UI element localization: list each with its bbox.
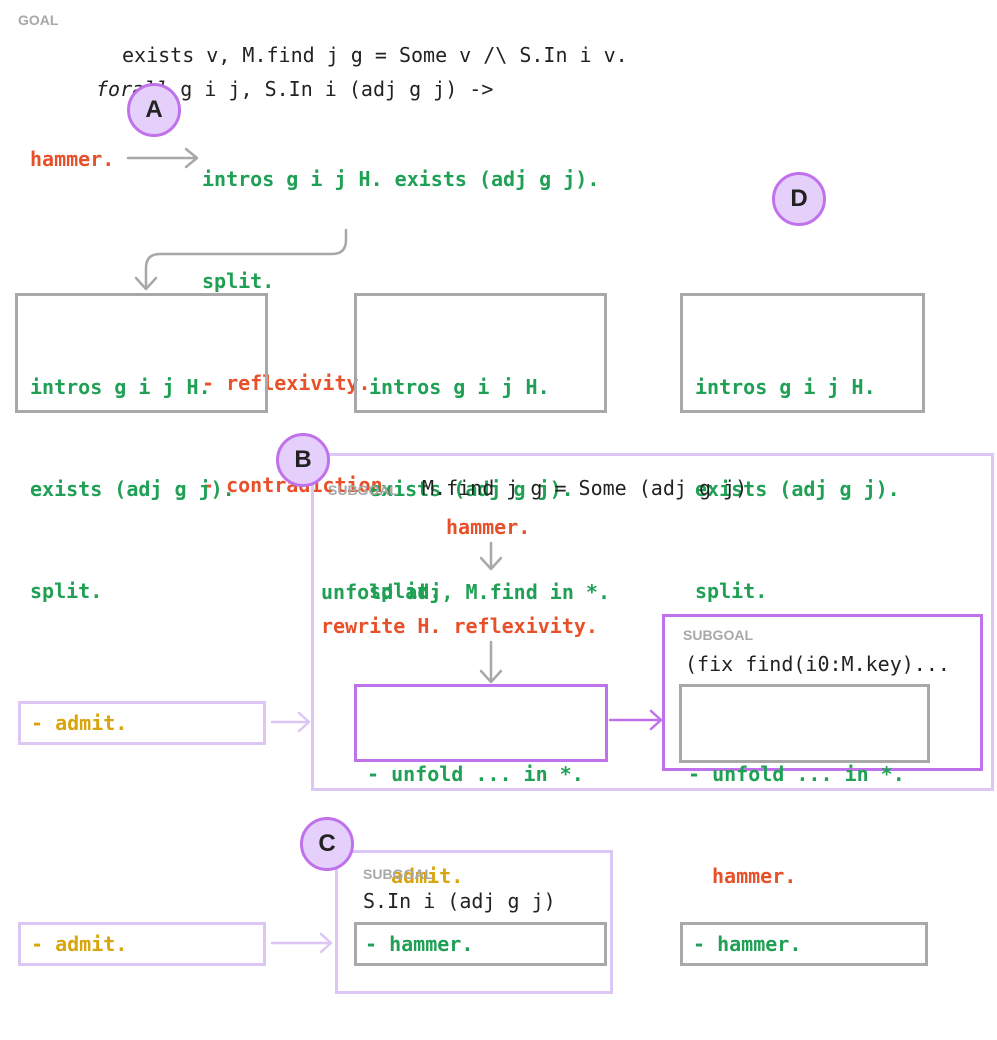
- b-right-inner-box: - unfold ... in *. hammer.: [679, 684, 930, 888]
- b-inner-box: - unfold ... in *. admit.: [354, 684, 608, 888]
- c-admit-box: - admit.: [18, 922, 266, 966]
- b-right-subgoal-label: SUBGOAL: [683, 627, 753, 643]
- b-right-inner-line-2: hammer.: [712, 864, 797, 888]
- tactic-box-1-line-3: split.: [30, 579, 103, 603]
- marker-c: C: [300, 817, 354, 871]
- c-subgoal-label: SUBGOAL: [363, 866, 433, 882]
- tactic-box-1: intros g i j H. exists (adj g j). split.: [15, 293, 268, 603]
- c-right-hammer-text: - hammer.: [693, 932, 802, 956]
- tactic-box-2: intros g i j H. exists (adj g j). split.: [354, 293, 607, 603]
- arrow-hammer-to-a: [126, 147, 199, 169]
- b-inner-line-2: admit.: [391, 864, 464, 888]
- tactic-box-3-line-2: exists (adj g j).: [695, 477, 900, 501]
- c-right-hammer-box: - hammer.: [680, 922, 928, 966]
- tactic-box-1-line-2: exists (adj g j).: [30, 477, 235, 501]
- marker-a: A: [127, 83, 181, 137]
- b-unfold-line: unfold adj, M.find in *.: [321, 580, 610, 604]
- tactic-box-3: intros g i j H. exists (adj g j). split.: [680, 293, 925, 603]
- c-inner-hammer-text: - hammer.: [365, 932, 474, 956]
- a-line-reflexivity: - reflexivity.: [202, 371, 371, 395]
- tactic-box-2-line-2: exists (adj g j).: [369, 477, 574, 501]
- tactic-box-3-line-3: split.: [695, 579, 768, 603]
- b-hammer-text: hammer.: [446, 515, 531, 539]
- c-subgoal-text: S.In i (adj g j): [363, 889, 556, 913]
- a-line-split: split.: [202, 269, 275, 293]
- c-admit-text: - admit.: [31, 932, 128, 956]
- b-admit-text: - admit.: [31, 711, 128, 735]
- marker-b: B: [276, 433, 330, 487]
- tactic-box-3-line-1: intros g i j H.: [695, 375, 876, 399]
- goal-line1: g i j, S.In i (adj g j) ->: [168, 77, 494, 101]
- subgoal-b-container: [311, 453, 994, 791]
- tactic-box-2-line-3: split.: [369, 579, 442, 603]
- b-subgoal-text: M.find j g = Some (adj g j): [422, 476, 748, 500]
- b-subgoal-label: SUBGOAL: [328, 482, 398, 498]
- goal-line2: exists v, M.find j g = Some v /\ S.In i …: [122, 43, 628, 67]
- subgoal-c-container: [335, 850, 613, 994]
- c-inner-hammer-box: - hammer.: [354, 922, 607, 966]
- b-inner-line-1: - unfold ... in *.: [367, 762, 584, 786]
- tactic-box-1-line-1: intros g i j H.: [30, 375, 211, 399]
- b-rewrite-line: rewrite H. reflexivity.: [321, 614, 598, 638]
- tactic-box-2-line-1: intros g i j H.: [369, 375, 550, 399]
- arrow-admit-to-b: [270, 711, 311, 733]
- b-admit-box: - admit.: [18, 701, 266, 745]
- a-line-intros: intros g i j H. exists (adj g j).: [202, 167, 600, 191]
- a-hammer-text: hammer.: [30, 147, 115, 171]
- arrow-admit-to-c: [270, 932, 333, 954]
- goal-label: GOAL: [18, 12, 59, 28]
- marker-d: D: [772, 172, 826, 226]
- b-right-subgoal-box: SUBGOAL (fix find(i0:M.key)... - unfold …: [662, 614, 983, 888]
- b-right-inner-line-1: - unfold ... in *.: [688, 762, 905, 786]
- b-right-subgoal-text: (fix find(i0:M.key)...: [685, 652, 950, 676]
